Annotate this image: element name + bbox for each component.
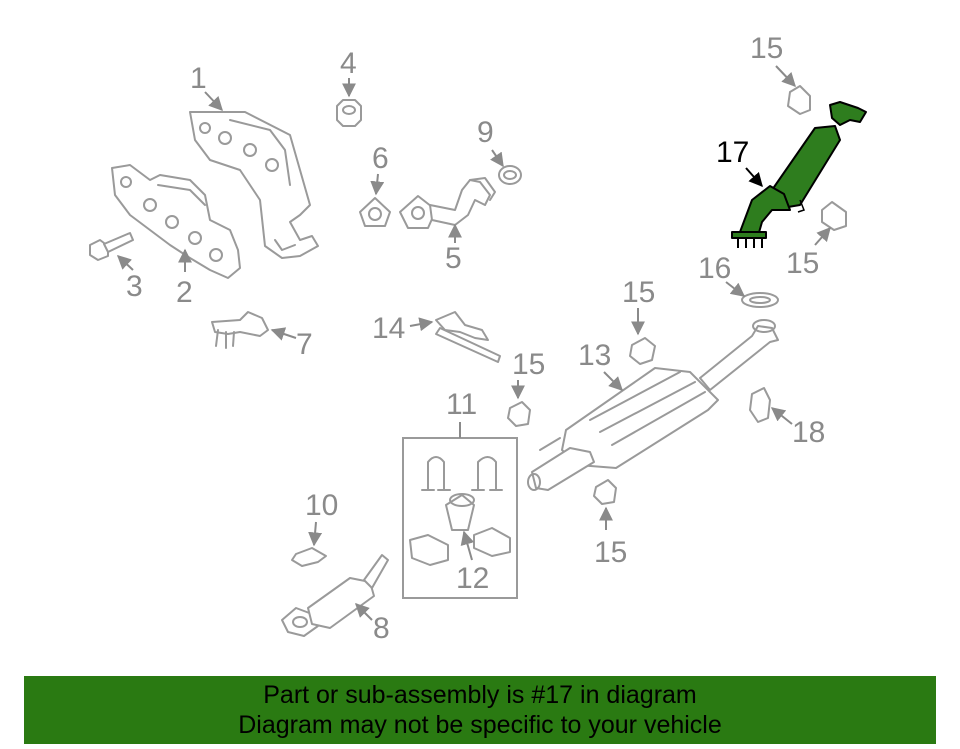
- callout-1: 1: [190, 62, 207, 95]
- tailpipe-gasket-part[interactable]: [741, 292, 779, 308]
- rubber-hanger-part[interactable]: [821, 201, 847, 231]
- rear-bracket-part[interactable]: [749, 387, 771, 423]
- callout-3-arrow: [116, 255, 134, 271]
- callout-13: 13: [578, 339, 611, 372]
- bolt-part[interactable]: [89, 232, 134, 261]
- resonator-assembly-part-highlighted[interactable]: [731, 101, 867, 248]
- callout-14-arrow: [409, 317, 434, 332]
- muffler-assembly-part[interactable]: [527, 319, 779, 491]
- notice-line-1: Part or sub-assembly is #17 in diagram: [263, 681, 697, 709]
- callout-5: 5: [445, 242, 462, 275]
- nut-part[interactable]: [336, 99, 362, 127]
- callout-1-arrow: [204, 91, 223, 112]
- small-bracket-part[interactable]: [291, 547, 327, 567]
- callout-10: 10: [305, 489, 338, 522]
- callout-15-a: 15: [512, 348, 545, 381]
- callout-15-c: 15: [594, 536, 627, 569]
- callout-15-d-arrow: [775, 65, 796, 88]
- callout-13-arrow: [603, 371, 623, 391]
- callout-10-arrow: [308, 521, 323, 547]
- callout-17: 17: [716, 136, 749, 169]
- callout-8: 8: [373, 612, 390, 645]
- callout-9: 9: [477, 116, 494, 149]
- ring-gasket-part[interactable]: [498, 165, 522, 185]
- callout-7: 7: [296, 328, 313, 361]
- flange-gasket-part[interactable]: [359, 197, 391, 227]
- callout-14: 14: [372, 312, 405, 345]
- callout-12-arrow: [460, 530, 475, 561]
- rubber-hanger-part[interactable]: [787, 85, 811, 115]
- front-pipe-part[interactable]: [399, 177, 496, 229]
- callout-11: 11: [446, 388, 477, 421]
- callout-8-arrow: [355, 603, 373, 621]
- notice-line-2: Diagram may not be specific to your vehi…: [238, 711, 722, 739]
- bracket-part[interactable]: [211, 311, 269, 349]
- callout-9-arrow: [490, 149, 504, 168]
- notice-banner: Part or sub-assembly is #17 in diagram D…: [24, 676, 936, 744]
- rubber-hanger-part[interactable]: [593, 479, 617, 505]
- callout-16-arrow: [725, 281, 746, 297]
- callout-3: 3: [126, 270, 143, 303]
- callout-18: 18: [792, 416, 825, 449]
- callout-15-b: 15: [622, 276, 655, 309]
- callout-15-e-arrow: [814, 226, 831, 246]
- heat-shield-bracket-part[interactable]: [435, 311, 501, 363]
- callout-2: 2: [176, 276, 193, 309]
- callout-15-e: 15: [786, 247, 819, 280]
- callout-12: 12: [456, 562, 489, 595]
- exhaust-manifold-part[interactable]: [189, 111, 319, 259]
- callout-18-arrow: [770, 407, 793, 425]
- callout-15-d: 15: [750, 32, 783, 65]
- catalytic-converter-part[interactable]: [281, 554, 389, 637]
- rubber-hanger-part[interactable]: [629, 337, 656, 365]
- callout-4: 4: [340, 47, 357, 80]
- manifold-gasket-part[interactable]: [111, 164, 241, 279]
- rubber-hanger-part[interactable]: [507, 401, 531, 427]
- callout-7-arrow: [270, 327, 297, 341]
- callout-6: 6: [372, 142, 389, 175]
- callout-17-arrow: [745, 167, 763, 188]
- callout-6-arrow: [370, 173, 385, 196]
- callout-16: 16: [698, 252, 731, 285]
